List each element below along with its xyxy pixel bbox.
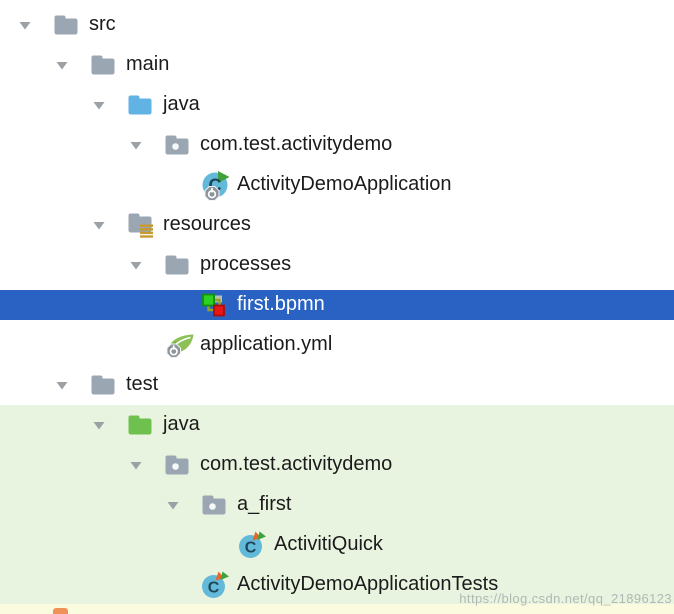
chevron-down-icon[interactable]: [129, 459, 143, 471]
tree-item-label: processes: [200, 253, 292, 276]
folder-test-icon: [127, 414, 153, 437]
bpmn-file-icon: [201, 293, 226, 318]
folder-icon: [53, 14, 79, 37]
chevron-down-icon[interactable]: [55, 59, 69, 71]
tree-row[interactable]: C ActivityDemoApplicationTests: [0, 565, 674, 605]
spring-boot-run-class-icon: C: [201, 169, 234, 202]
test-class-icon: C: [238, 530, 268, 560]
tree-item-label: ActivityDemoApplication: [237, 173, 452, 196]
chevron-down-icon[interactable]: [92, 219, 106, 231]
package-icon: [201, 494, 227, 517]
chevron-down-icon[interactable]: [92, 99, 106, 111]
chevron-down-icon[interactable]: [55, 379, 69, 391]
package-icon: [164, 134, 190, 157]
tree-row[interactable]: java: [0, 405, 674, 445]
chevron-down-icon[interactable]: [129, 259, 143, 271]
folder-src-icon: [127, 94, 153, 117]
tree-item-label: java: [163, 413, 200, 436]
tree-row[interactable]: main: [0, 45, 674, 85]
tree-row[interactable]: com.test.activitydemo: [0, 445, 674, 485]
folder-icon: [90, 374, 116, 397]
tree-row[interactable]: java: [0, 85, 674, 125]
tree-row[interactable]: processes: [0, 245, 674, 285]
tree-item-label: a_first: [237, 493, 292, 516]
folder-icon: [90, 54, 116, 77]
watermark-text: https://blog.csdn.net/qq_21896123: [459, 591, 672, 606]
tree-row[interactable]: C ActivitiQuick: [0, 525, 674, 565]
tree-row[interactable]: resources: [0, 205, 674, 245]
tree-item-label: main: [126, 53, 170, 76]
tree-item-label: resources: [163, 213, 251, 236]
folder-icon: [164, 254, 190, 277]
chevron-down-icon[interactable]: [129, 139, 143, 151]
tree-item-label: ActivitiQuick: [274, 533, 383, 556]
tree-item-label: first.bpmn: [237, 293, 325, 316]
tree-row[interactable]: test: [0, 365, 674, 405]
partial-item-icon: [53, 608, 68, 614]
svg-text:C: C: [208, 580, 220, 597]
tree-item-label: com.test.activitydemo: [200, 133, 393, 156]
tree-row[interactable]: com.test.activitydemo: [0, 125, 674, 165]
package-icon: [164, 454, 190, 477]
chevron-down-icon[interactable]: [166, 499, 180, 511]
test-class-icon: C: [201, 570, 231, 600]
folder-resources-icon: [127, 212, 156, 239]
tree-item-label: java: [163, 93, 200, 116]
spring-config-icon: [164, 330, 196, 360]
tree-row[interactable]: first.bpmn: [0, 290, 674, 320]
tree-item-label: src: [89, 13, 116, 36]
tree-item-label: application.yml: [200, 333, 333, 356]
tree-item-label: com.test.activitydemo: [200, 453, 393, 476]
chevron-down-icon[interactable]: [92, 419, 106, 431]
tree-item-label: ActivityDemoApplicationTests: [237, 573, 499, 596]
partial-row: [0, 604, 674, 614]
tree-item-label: test: [126, 373, 159, 396]
tree-row[interactable]: src: [0, 5, 674, 45]
tree-row[interactable]: a_first: [0, 485, 674, 525]
svg-text:C: C: [245, 540, 257, 557]
tree-row[interactable]: application.yml: [0, 325, 674, 365]
chevron-down-icon[interactable]: [18, 19, 32, 31]
